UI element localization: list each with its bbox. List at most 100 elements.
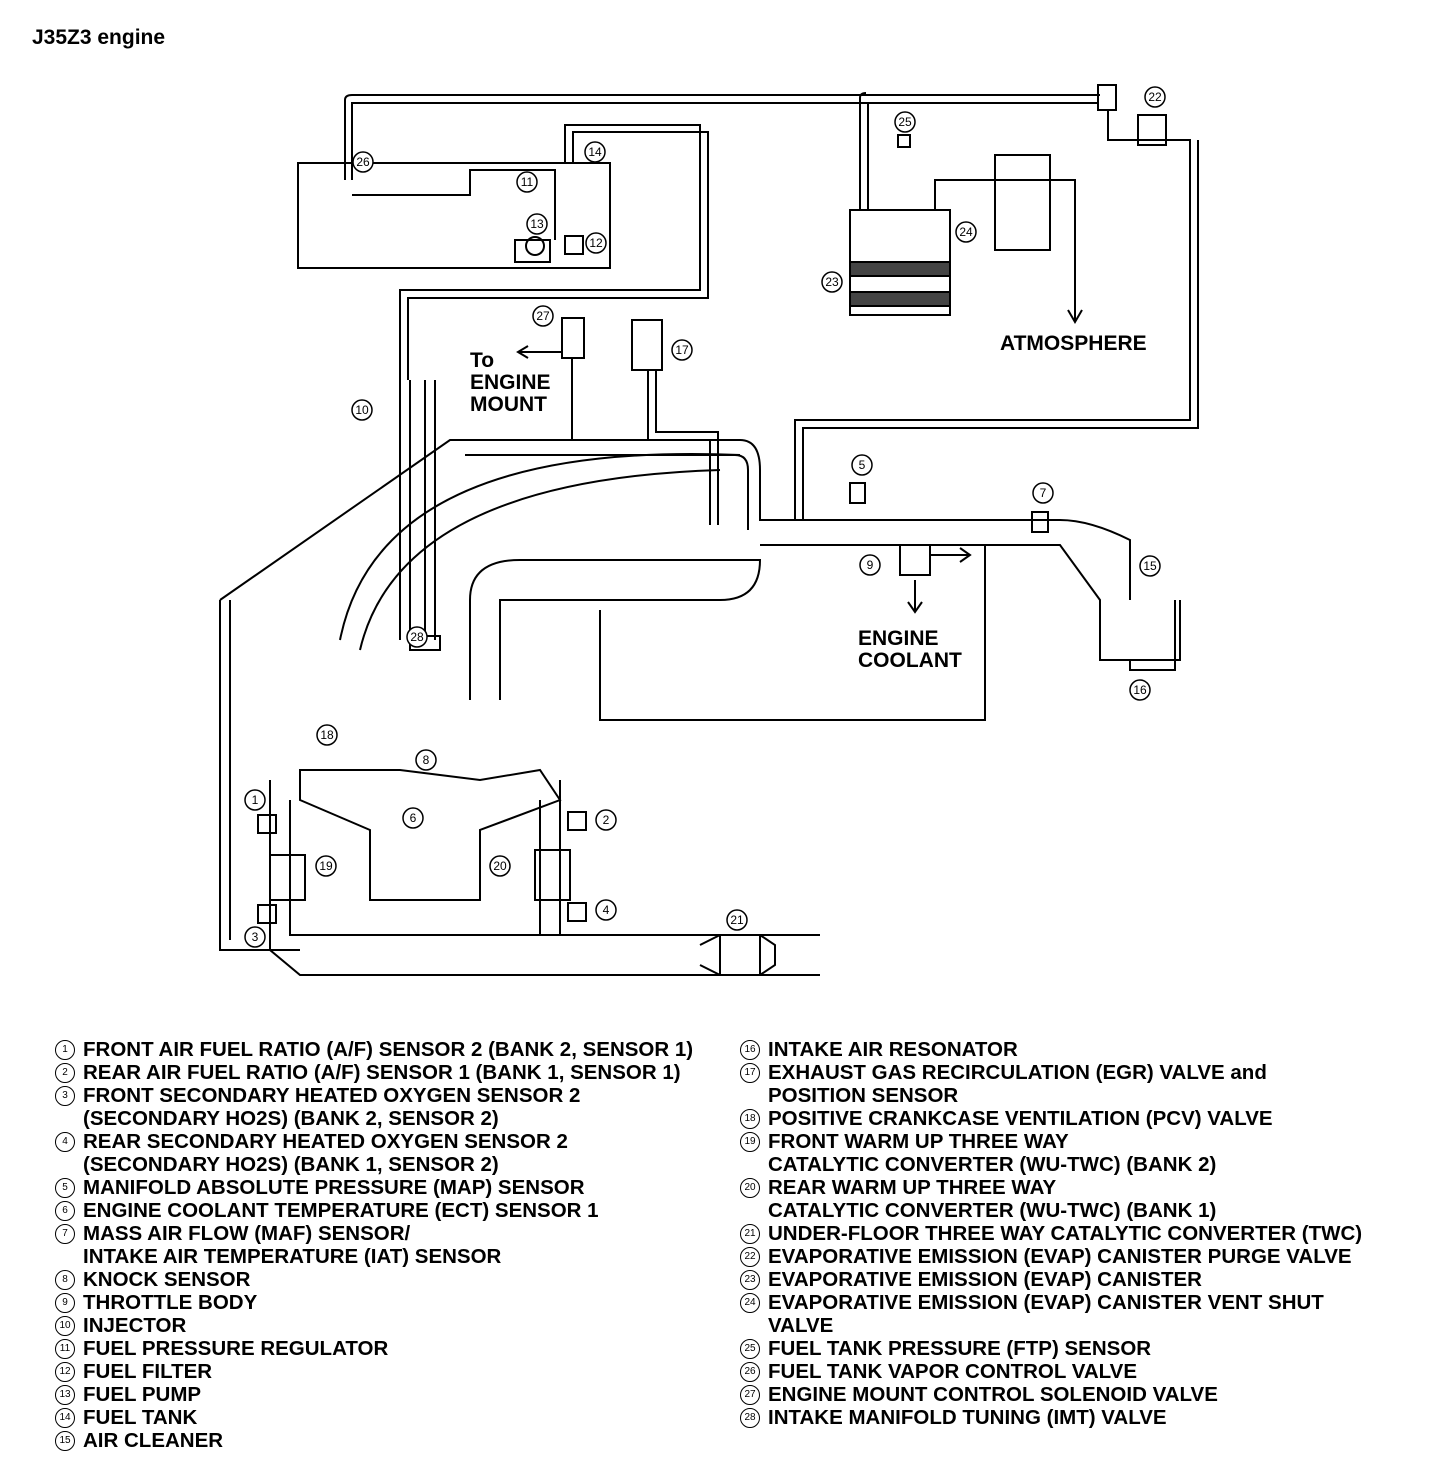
atmosphere-arrow [1067,300,1083,324]
mount-arrow [516,345,562,359]
callout-number-badge: 8 [55,1270,75,1290]
legend-item-text: POSITIVE CRANKCASE VENTILATION (PCV) VAL… [768,1107,1273,1130]
evap-hose-top [344,94,1100,180]
callout-number-badge: 6 [55,1201,75,1221]
callout-circle [585,232,607,254]
callout-number-badge: 17 [740,1063,760,1083]
coolant-arrow [907,580,923,614]
callout-circle [595,809,617,831]
callout-number-badge: 28 [740,1408,760,1428]
legend-item-text: FUEL TANK [83,1406,198,1429]
callout-number: 26 [356,155,370,169]
wu-twc-left [269,854,306,901]
callout-circle [584,141,606,163]
legend-item-text: ENGINE MOUNT CONTROL SOLENOID VALVE [768,1383,1218,1406]
callout-circle [726,909,748,931]
callout-circle [955,221,977,243]
legend-item-text: EVAPORATIVE EMISSION (EVAP) CANISTER [768,1268,1202,1291]
purge-line [794,110,1191,520]
legend-item-text: EVAPORATIVE EMISSION (EVAP) CANISTER PUR… [768,1245,1352,1268]
egr-side-line [599,545,986,721]
callout-number-badge: 20 [740,1178,760,1198]
legend-item: 8 KNOCK SENSOR [55,1268,745,1291]
legend-item-text: FUEL PUMP [83,1383,202,1406]
callout-number-badge: 12 [55,1362,75,1382]
callout-circle [244,926,266,948]
legend-item-text: EXHAUST GAS RECIRCULATION (EGR) VALVE an… [768,1061,1267,1107]
callout-number: 3 [252,930,259,944]
sensor-1-box [257,814,277,834]
legend-item-text: AIR CLEANER [83,1429,224,1452]
legend-item-text: FRONT AIR FUEL RATIO (A/F) SENSOR 2 (BAN… [83,1038,694,1061]
callout-circle [489,855,511,877]
egr-valve [631,319,663,371]
callout-number: 7 [1040,486,1047,500]
callout-circle [1032,482,1054,504]
callout-circle [315,855,337,877]
callout-number: 11 [521,175,534,189]
callout-number: 20 [493,859,507,873]
throttle-arrow [930,547,972,563]
vapor-line [859,92,867,210]
legend-item-text: THROTTLE BODY [83,1291,258,1314]
callout-number: 18 [320,728,334,742]
sensor-2-box [567,811,587,831]
callout-circle [406,626,428,648]
underfloor-twc [719,934,761,976]
callout-number-badge: 7 [55,1224,75,1244]
callout-number-badge: 11 [55,1339,75,1359]
evap-valve-22-top [1097,84,1117,111]
callout-number-badge: 25 [740,1339,760,1359]
callout-circle [352,151,374,173]
ftp-sensor [897,134,911,148]
engine-mount-valve [561,317,585,359]
evap-canister-band1 [849,261,951,277]
callout-number-badge: 1 [55,1040,75,1060]
callout-circle [244,789,266,811]
legend-left: 1 FRONT AIR FUEL RATIO (A/F) SENSOR 2 (BA… [55,1038,745,1452]
legend-item-text: FRONT WARM UP THREE WAY CATALYTIC CONVER… [768,1130,1217,1176]
throttle-body [899,544,931,576]
callout-number: 8 [423,753,430,767]
callout-number: 12 [589,236,603,250]
callout-number: 5 [859,458,866,472]
fuel-return-inner [407,131,709,380]
legend-item-text: INJECTOR [83,1314,187,1337]
callout-number-badge: 24 [740,1293,760,1313]
callout-number: 21 [730,913,744,927]
callout-circle [595,899,617,921]
callout-number-badge: 3 [55,1086,75,1106]
intake-tube-outer [219,439,1131,951]
callout-circle [894,111,916,133]
callout-number: 24 [959,225,973,239]
engine-coolant-label-1: ENGINE [858,627,939,650]
callout-circle [1139,555,1161,577]
atmosphere-label: ATMOSPHERE [1000,332,1147,355]
callout-number-badge: 9 [55,1293,75,1313]
sensor-4-box [567,902,587,922]
legend-item-text: REAR SECONDARY HEATED OXYGEN SENSOR 2 (S… [83,1130,568,1176]
callout-number: 1 [252,793,259,807]
legend-item-text: KNOCK SENSOR [83,1268,251,1291]
engine-block [299,768,562,901]
vent-line [934,179,1076,300]
fuel-pump [514,239,551,263]
purge-valve [1137,114,1167,146]
evap-hose-top-inner [351,102,1098,180]
callout-circle [526,213,548,235]
legend-item: 17 EXHAUST GAS RECIRCULATION (EGR) VALVE … [740,1061,1440,1107]
